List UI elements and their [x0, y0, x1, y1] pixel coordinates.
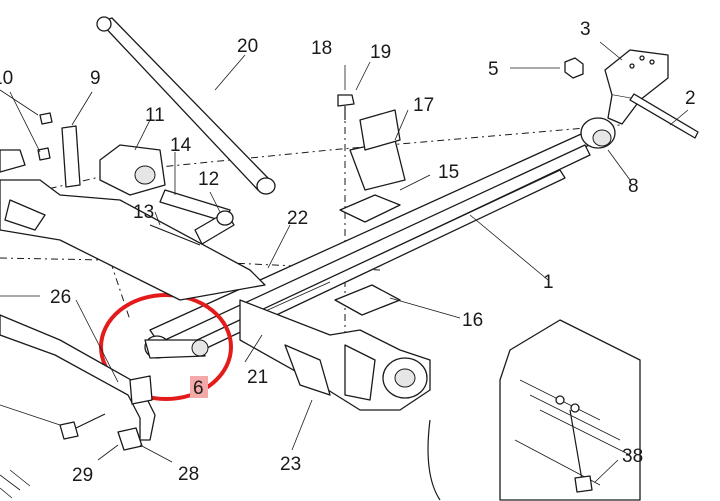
saddle-plate [339, 194, 401, 223]
callout-26: 26 [50, 287, 71, 308]
callout-17: 17 [413, 95, 434, 116]
callout-5: 5 [488, 59, 499, 80]
callout-23: 23 [280, 454, 301, 475]
rear-shackle-bushing [144, 335, 209, 359]
bar-bolt-shank [75, 413, 106, 429]
callout-20: 20 [237, 36, 258, 57]
axle-bumper-bracket [349, 109, 406, 191]
stabilizer-bracket [99, 144, 166, 196]
callout-28: 28 [178, 464, 199, 485]
callout-21: 21 [247, 367, 268, 388]
callout-19: 19 [370, 42, 391, 63]
leaf-spring [149, 129, 601, 357]
frame-rail [0, 149, 266, 301]
callout-15: 15 [438, 162, 459, 183]
callout-13: 13 [133, 202, 154, 223]
washer [37, 147, 51, 161]
callout-29: 29 [72, 465, 93, 486]
washer [39, 112, 53, 125]
spring-eye-bushing [580, 117, 616, 149]
callout-6: 6 [193, 378, 204, 399]
leader-lines [0, 41, 689, 483]
callout-12: 12 [198, 169, 219, 190]
callout-22: 22 [287, 208, 308, 229]
stabilizer-bar [0, 314, 156, 441]
nut [564, 57, 584, 79]
rear-axle-housing [239, 299, 431, 411]
cut-edge-hatching [0, 469, 31, 499]
callout-14: 14 [170, 135, 192, 156]
bar-link-bracket [129, 375, 153, 405]
highlight-circle [99, 293, 233, 401]
callout-8: 8 [628, 176, 639, 197]
callout-10: 10 [0, 68, 13, 89]
bar-bolt [59, 421, 79, 440]
stabilizer-link-plate [61, 125, 81, 188]
spring-hanger-bracket [604, 49, 669, 125]
spacer-plate [334, 284, 401, 316]
chassis-crossmember [499, 319, 641, 501]
callout-2: 2 [685, 88, 696, 109]
link-bushing [216, 210, 234, 226]
callout-11: 11 [145, 105, 165, 126]
torque-rod [96, 16, 276, 195]
brake-line [427, 419, 441, 501]
callout-9: 9 [90, 68, 101, 89]
highlight-label-bg [190, 376, 208, 398]
callout-18: 18 [311, 38, 332, 59]
bolt [629, 93, 699, 139]
callout-1: 1 [543, 272, 554, 293]
callout-16: 16 [462, 310, 483, 331]
bumper-bolt-head [337, 94, 355, 107]
link-rod [149, 224, 201, 246]
bar-bushing [117, 427, 143, 451]
callout-3: 3 [580, 19, 591, 40]
callout-38: 38 [622, 446, 643, 467]
